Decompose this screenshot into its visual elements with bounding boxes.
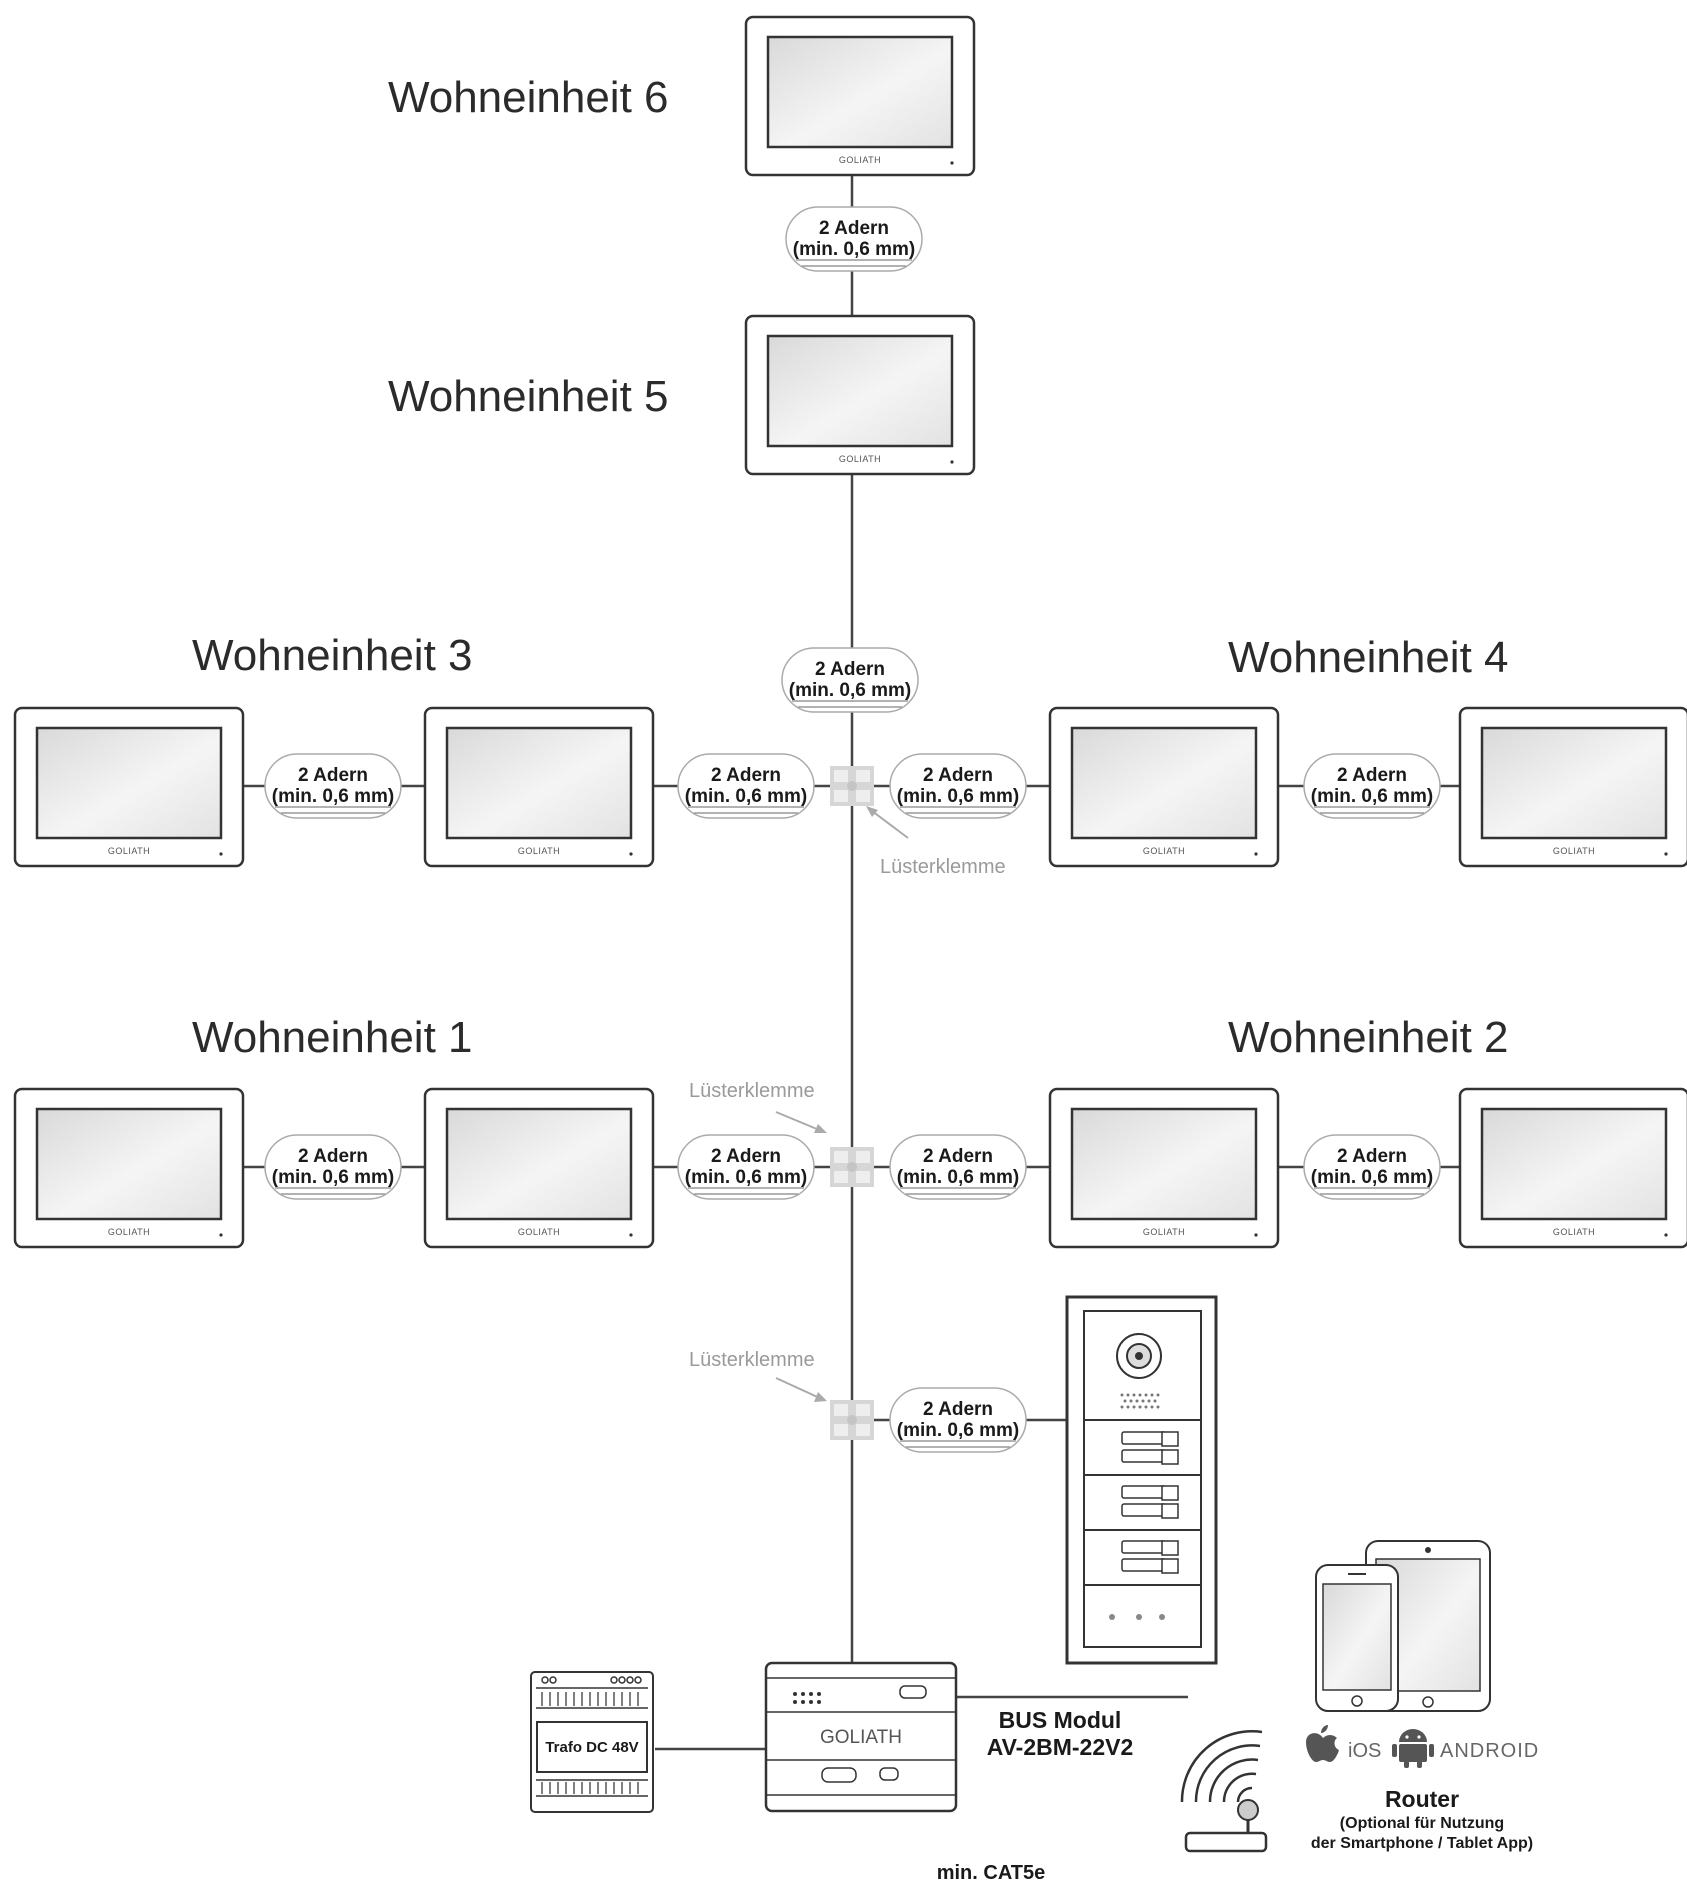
- terminal-note-text: Lüsterklemme: [880, 856, 1006, 878]
- monitor-brand: GOLIATH: [839, 155, 881, 165]
- cable-label-line2: (min. 0,6 mm): [685, 786, 807, 807]
- monitor-brand: GOLIATH: [1553, 846, 1595, 856]
- power-supply-label: Trafo DC 48V: [545, 1739, 638, 1756]
- power-supply: Trafo DC 48V: [530, 1671, 654, 1813]
- cable-label-line1: 2 Adern: [923, 1399, 993, 1420]
- unit-title-5: Wohneinheit 5: [388, 372, 669, 421]
- monitor-brand: GOLIATH: [1553, 1227, 1595, 1237]
- smartphone-icon: [1315, 1564, 1399, 1712]
- router-title: Router: [1385, 1786, 1459, 1812]
- cable-label-line2: (min. 0,6 mm): [1311, 1167, 1433, 1188]
- cable-label: 2 Adern (min. 0,6 mm): [889, 1134, 1027, 1200]
- cable-label: 2 Adern (min. 0,6 mm): [781, 647, 919, 713]
- cable-label-line2: (min. 0,6 mm): [793, 239, 915, 260]
- cable-label-line2: (min. 0,6 mm): [897, 1167, 1019, 1188]
- network-cable-label: min. CAT5e: [937, 1862, 1046, 1884]
- android-label: ANDROID: [1440, 1740, 1539, 1762]
- monitor-brand: GOLIATH: [518, 1227, 560, 1237]
- router-note-line1: (Optional für Nutzung: [1340, 1815, 1504, 1832]
- cable-label-line1: 2 Adern: [298, 1146, 368, 1167]
- cable-label-line1: 2 Adern: [711, 765, 781, 786]
- terminal-block: [830, 766, 874, 806]
- monitor-unit-2b: GOLIATH: [1458, 1087, 1687, 1249]
- unit-title-2: Wohneinheit 2: [1228, 1013, 1509, 1062]
- cable-label-line1: 2 Adern: [819, 218, 889, 239]
- cable-label-line1: 2 Adern: [711, 1146, 781, 1167]
- cable-label-line2: (min. 0,6 mm): [685, 1167, 807, 1188]
- terminal-block: [830, 1400, 874, 1440]
- monitor-brand: GOLIATH: [108, 846, 150, 856]
- unit-title-6: Wohneinheit 6: [388, 73, 669, 122]
- monitor-unit-4a: GOLIATH: [1048, 706, 1280, 868]
- cable-label: 2 Adern (min. 0,6 mm): [264, 753, 402, 819]
- cable-label: 2 Adern (min. 0,6 mm): [889, 753, 1027, 819]
- android-icon: [1392, 1729, 1434, 1768]
- cable-label: 2 Adern (min. 0,6 mm): [677, 753, 815, 819]
- camera-icon: [1116, 1333, 1162, 1379]
- monitor-unit-1a: GOLIATH: [13, 1087, 245, 1249]
- bus-module-model: AV-2BM-22V2: [987, 1734, 1134, 1760]
- terminal-note: Lüsterklemme: [689, 1080, 827, 1133]
- bus-module: GOLIATH: [764, 1661, 958, 1813]
- monitor-unit-3b: GOLIATH: [423, 706, 655, 868]
- monitor-unit-3a: GOLIATH: [13, 706, 245, 868]
- monitor-unit-2a: GOLIATH: [1048, 1087, 1280, 1249]
- monitor-brand: GOLIATH: [518, 846, 560, 856]
- ios-label: iOS: [1348, 1740, 1381, 1762]
- cable-label-line2: (min. 0,6 mm): [897, 1420, 1019, 1441]
- cable-label: 2 Adern (min. 0,6 mm): [264, 1134, 402, 1200]
- router-icon: [1180, 1730, 1268, 1853]
- cable-label-line2: (min. 0,6 mm): [272, 786, 394, 807]
- cable-label-line2: (min. 0,6 mm): [1311, 786, 1433, 807]
- cable-label-line1: 2 Adern: [1337, 1146, 1407, 1167]
- apple-icon: [1306, 1725, 1339, 1762]
- cable-label: 2 Adern (min. 0,6 mm): [1303, 1134, 1441, 1200]
- cable-label: 2 Adern (min. 0,6 mm): [889, 1387, 1027, 1453]
- monitor-brand: GOLIATH: [1143, 1227, 1185, 1237]
- cable-label: 2 Adern (min. 0,6 mm): [677, 1134, 815, 1200]
- monitor-brand: GOLIATH: [108, 1227, 150, 1237]
- terminal-block: [830, 1147, 874, 1187]
- unit-title-3: Wohneinheit 3: [192, 631, 473, 680]
- cable-label-line1: 2 Adern: [923, 765, 993, 786]
- monitor-unit-6: GOLIATH: [744, 15, 976, 177]
- cable-label: 2 Adern (min. 0,6 mm): [1303, 753, 1441, 819]
- terminal-note-text: Lüsterklemme: [689, 1080, 815, 1102]
- monitor-unit-4b: GOLIATH: [1458, 706, 1687, 868]
- terminal-note-text: Lüsterklemme: [689, 1349, 815, 1371]
- terminal-note: Lüsterklemme: [689, 1349, 827, 1402]
- bus-module-title: BUS Modul: [999, 1707, 1122, 1733]
- status-indicators: [1109, 1614, 1165, 1620]
- router-note-line2: der Smartphone / Tablet App): [1311, 1835, 1533, 1852]
- unit-title-1: Wohneinheit 1: [192, 1013, 473, 1062]
- call-buttons: [1121, 1431, 1179, 1574]
- cable-label: 2 Adern (min. 0,6 mm): [785, 206, 923, 272]
- cable-label-line1: 2 Adern: [815, 659, 885, 680]
- monitor-brand: GOLIATH: [839, 454, 881, 464]
- cable-label-line1: 2 Adern: [923, 1146, 993, 1167]
- monitor-unit-1b: GOLIATH: [423, 1087, 655, 1249]
- monitor-unit-5: GOLIATH: [744, 314, 976, 476]
- cable-label-line2: (min. 0,6 mm): [272, 1167, 394, 1188]
- cable-label-line2: (min. 0,6 mm): [789, 680, 911, 701]
- cable-label-line1: 2 Adern: [1337, 765, 1407, 786]
- door-station: [1065, 1295, 1218, 1665]
- cable-label-line2: (min. 0,6 mm): [897, 786, 1019, 807]
- unit-title-4: Wohneinheit 4: [1228, 633, 1509, 682]
- terminal-note: Lüsterklemme: [866, 806, 1006, 878]
- bus-module-brand: GOLIATH: [820, 1727, 902, 1748]
- monitor-brand: GOLIATH: [1143, 846, 1185, 856]
- cable-label-line1: 2 Adern: [298, 765, 368, 786]
- speaker-grille-icon: [1120, 1393, 1160, 1409]
